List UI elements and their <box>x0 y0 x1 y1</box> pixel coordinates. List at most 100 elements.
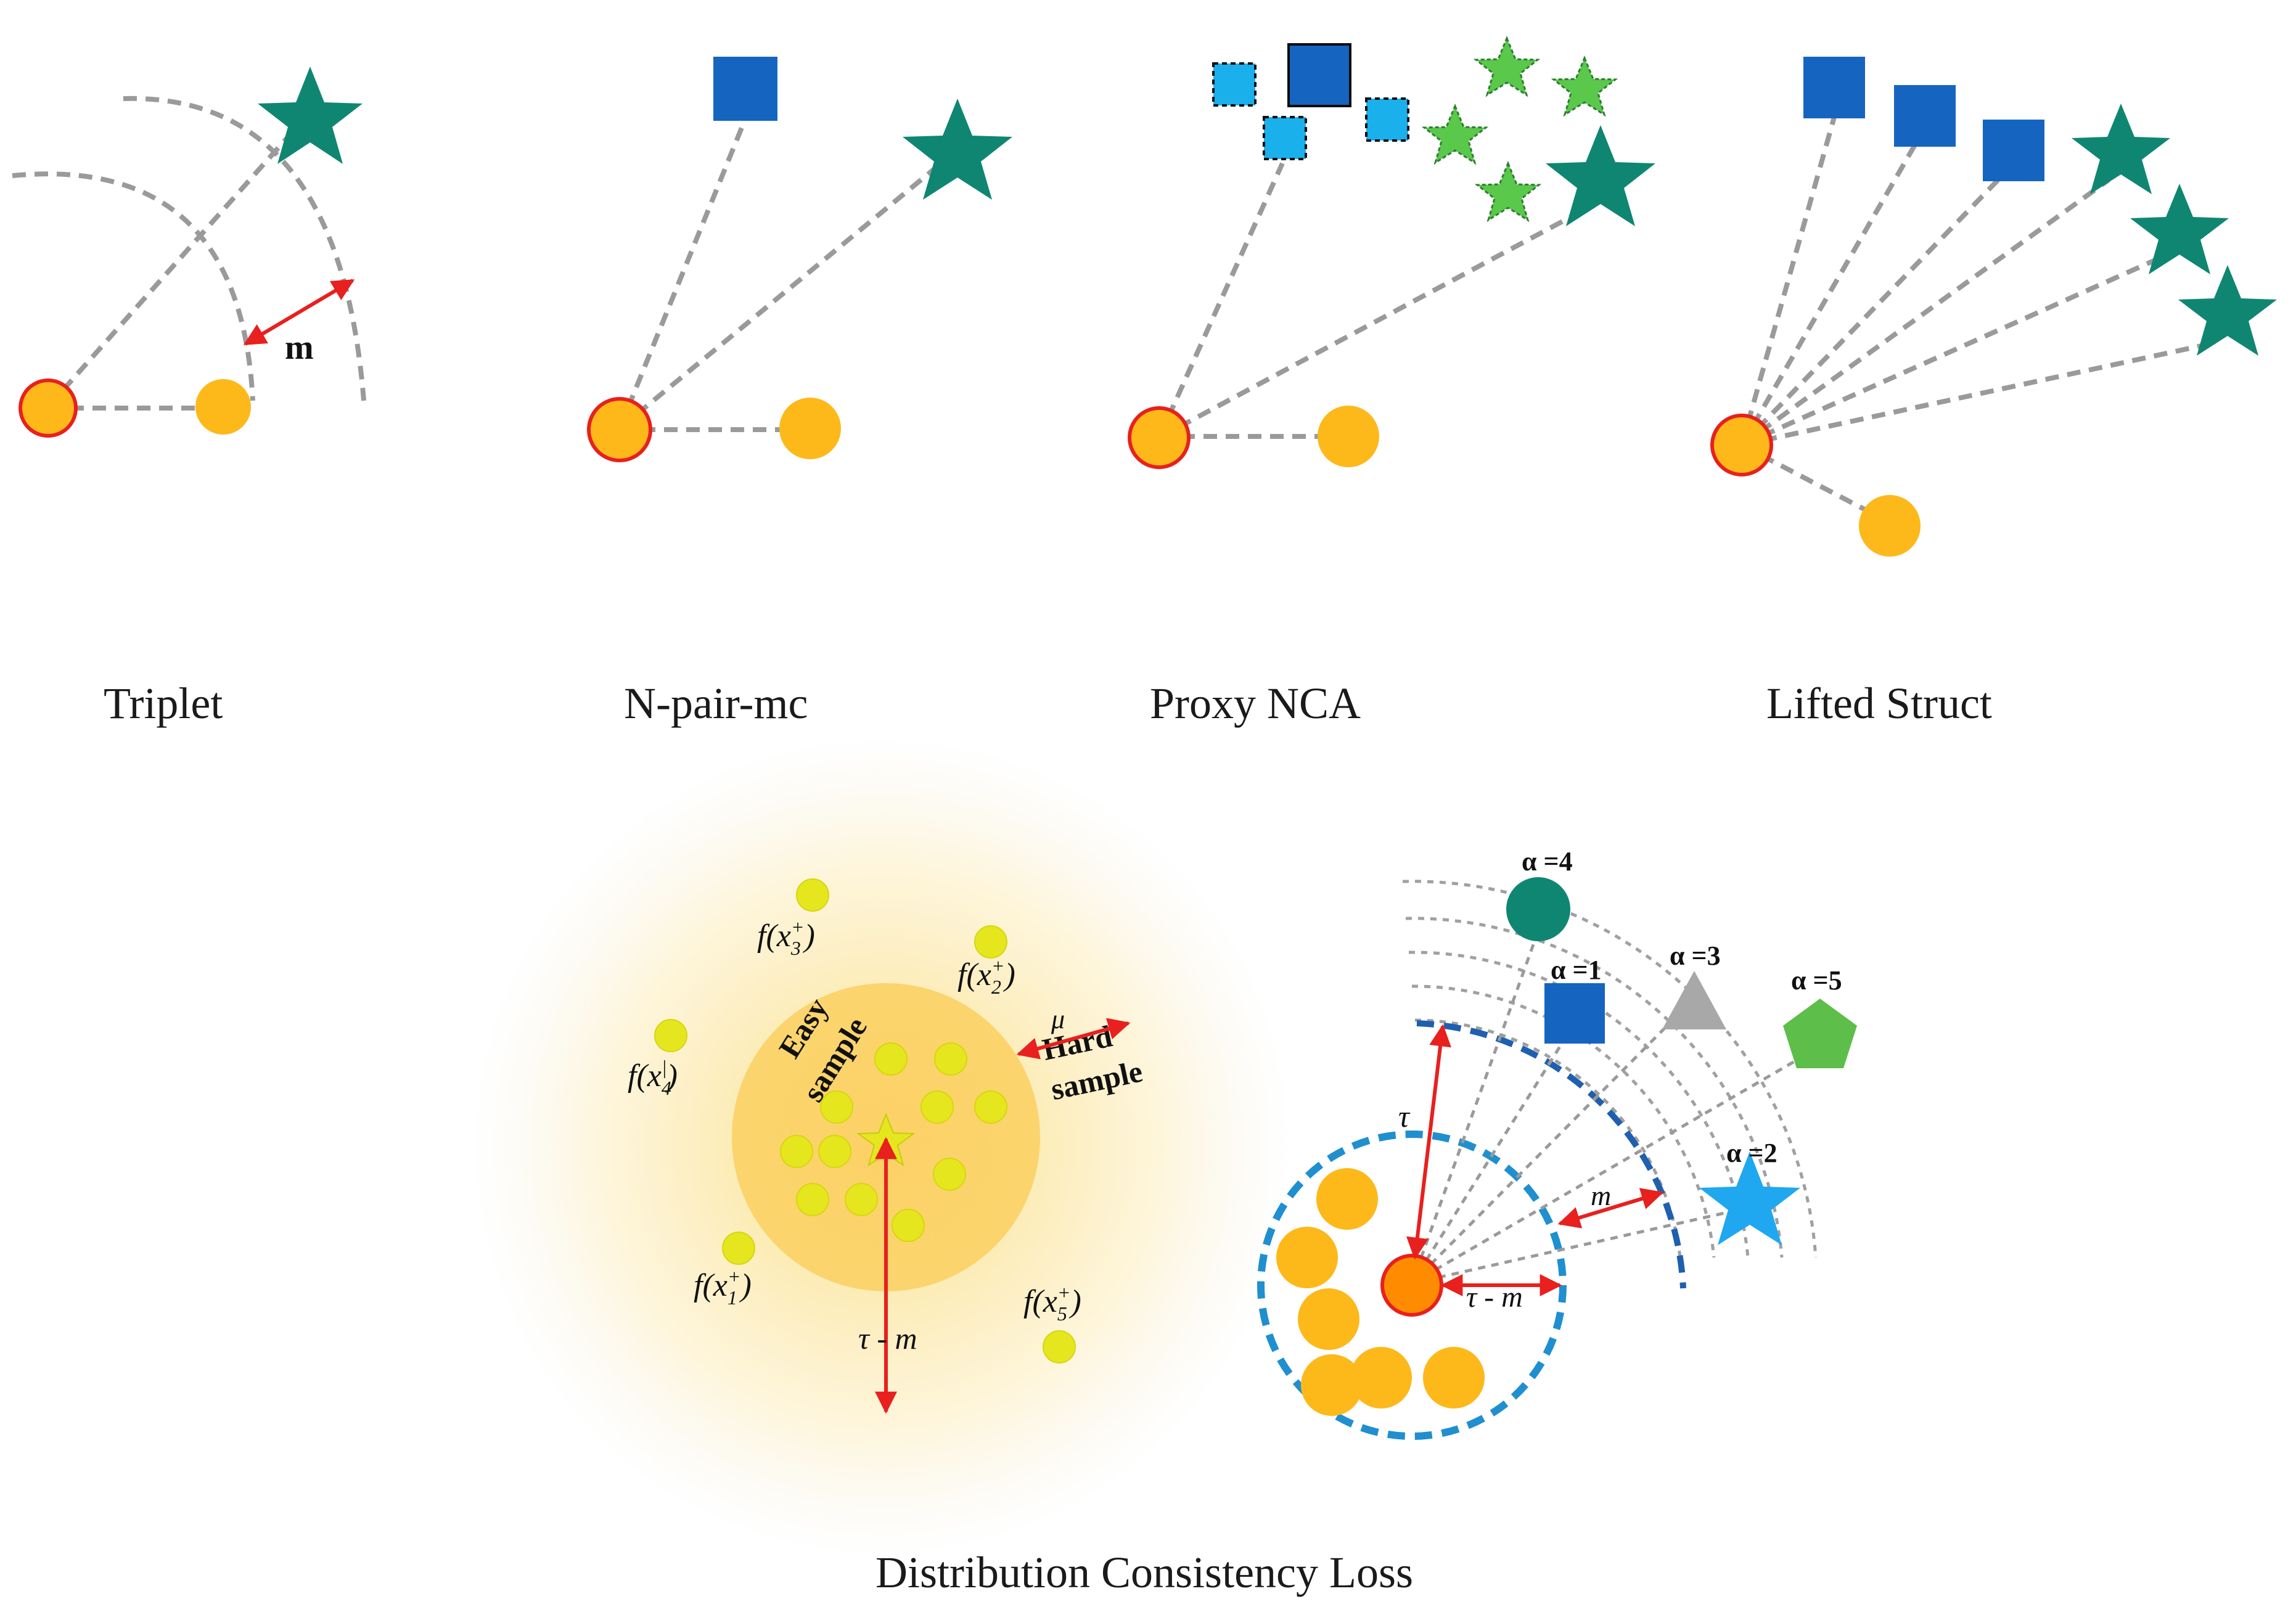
lifted-link <box>1739 139 1920 446</box>
positive-circle <box>1350 1347 1412 1409</box>
square-icon <box>1287 43 1351 107</box>
alpha-label: α =4 <box>1522 846 1573 877</box>
square-icon <box>1894 85 1956 147</box>
positive-circle <box>1316 1168 1378 1230</box>
alpha-label: α =3 <box>1670 941 1721 971</box>
positive-circle <box>1859 495 1921 557</box>
feature-label: f(x2+) <box>957 955 1015 998</box>
alpha-arc <box>1408 951 1750 1258</box>
feature-dot <box>933 1158 966 1191</box>
alpha-arc <box>1402 880 1818 1258</box>
feature-label: f(x3+) <box>757 916 815 959</box>
star-icon <box>1546 125 1655 226</box>
outer-feature-dot <box>722 1232 755 1265</box>
tau-label: τ <box>1398 1099 1411 1134</box>
panel-npair: N-pair-mc <box>587 57 1012 728</box>
star-icon <box>2178 265 2277 356</box>
square-icon <box>1803 57 1865 118</box>
lifted-link <box>1740 166 2012 447</box>
alpha-label: α =1 <box>1551 955 1602 985</box>
caption-dcl: Distribution Consistency Loss <box>875 1548 1413 1597</box>
caption-triplet: Triplet <box>104 679 223 728</box>
m-label: m <box>1591 1180 1611 1211</box>
positive-circle <box>1301 1354 1363 1416</box>
feature-dot <box>892 1209 925 1242</box>
anchor-circle <box>1128 406 1191 469</box>
star-icon <box>258 67 363 164</box>
square-icon <box>713 57 777 121</box>
star-icon <box>903 99 1012 200</box>
npair-link-star <box>618 159 945 431</box>
feature-dot <box>818 1135 851 1168</box>
alpha-arc <box>1411 984 1716 1258</box>
circle-class-icon <box>1506 877 1570 941</box>
proxy-square-icon <box>1263 116 1307 160</box>
outer-feature-dot <box>974 925 1007 959</box>
panel-proxy: Proxy NCA <box>1128 36 1655 728</box>
alpha-label: α =5 <box>1791 965 1842 996</box>
npair-link-square <box>617 116 748 430</box>
m-arrow <box>1557 1188 1664 1229</box>
triplet-arc-outer <box>123 96 366 401</box>
proxy-star-icon <box>1473 36 1541 97</box>
feature-dot <box>780 1135 813 1168</box>
triplet-arc-inner <box>12 171 255 401</box>
positive-circle <box>1318 406 1379 467</box>
caption-npair: N-pair-mc <box>624 679 808 728</box>
alpha-link <box>1411 1050 1813 1285</box>
anchor-circle <box>1710 414 1773 476</box>
positive-circle <box>195 379 251 435</box>
positive-circle <box>1276 1227 1338 1288</box>
lifted-link <box>1739 116 1837 446</box>
tau-minus-m-label: τ - m <box>1466 1281 1523 1314</box>
alpha-arc <box>1405 917 1784 1258</box>
proxy-link-square <box>1157 162 1285 439</box>
square-icon <box>1544 983 1605 1044</box>
proxy-star-icon <box>1551 55 1618 117</box>
lifted-link <box>1741 343 2205 448</box>
square-icon <box>1983 120 2044 181</box>
proxy-square-icon <box>1365 97 1409 142</box>
triangle-icon <box>1662 971 1726 1029</box>
tau-boundary <box>1416 1020 1686 1289</box>
triplet-margin-arrow <box>243 279 355 346</box>
outer-feature-dot <box>796 878 829 912</box>
triplet-margin-label: m <box>285 329 314 367</box>
positive-circle <box>1298 1288 1359 1350</box>
anchor-circle <box>18 378 78 438</box>
proxy-square-icon <box>1212 62 1257 107</box>
feature-dot <box>874 1042 908 1076</box>
alpha-link <box>1410 930 1540 1284</box>
alpha-link <box>1411 1027 1666 1285</box>
alpha-link <box>1410 1041 1565 1285</box>
mu-label: μ <box>1051 1004 1065 1034</box>
anchor-circle <box>1380 1254 1443 1317</box>
feature-label: f(x5+) <box>1023 1282 1081 1325</box>
pentagon-icon <box>1783 999 1857 1068</box>
caption-proxy: Proxy NCA <box>1150 679 1361 728</box>
outer-feature-dot <box>1043 1330 1076 1364</box>
feature-dot <box>974 1090 1007 1124</box>
star-icon <box>2130 184 2229 274</box>
proxy-star-icon <box>1474 161 1542 223</box>
panel-triplet: m Triplet <box>12 67 366 728</box>
mu-arrow <box>1016 1018 1131 1060</box>
alpha-label: α =2 <box>1726 1138 1777 1168</box>
feature-label: f(x1+) <box>694 1265 752 1309</box>
anchor-circle <box>587 397 652 462</box>
tau-arrow <box>1406 1024 1452 1260</box>
feature-dot <box>845 1183 878 1216</box>
caption-lifted: Lifted Struct <box>1766 679 1992 728</box>
tau-minus-m-label: τ - m <box>858 1321 917 1355</box>
feature-dot <box>820 1090 853 1124</box>
panel-lifted: Lifted Struct <box>1710 57 2277 728</box>
feature-dot <box>920 1090 954 1124</box>
star-icon <box>2072 104 2170 194</box>
triplet-link-negative <box>46 112 310 409</box>
panel-distribution: f(x3+) f(x2+) f(x4|) f(x1+) f(x5+) Easy … <box>472 737 1292 1556</box>
outer-feature-dot <box>654 1019 687 1052</box>
positive-circle <box>779 398 841 459</box>
feature-label: f(x4|) <box>628 1056 678 1099</box>
positive-circle <box>1423 1347 1485 1409</box>
alpha-link <box>1411 1209 1733 1285</box>
